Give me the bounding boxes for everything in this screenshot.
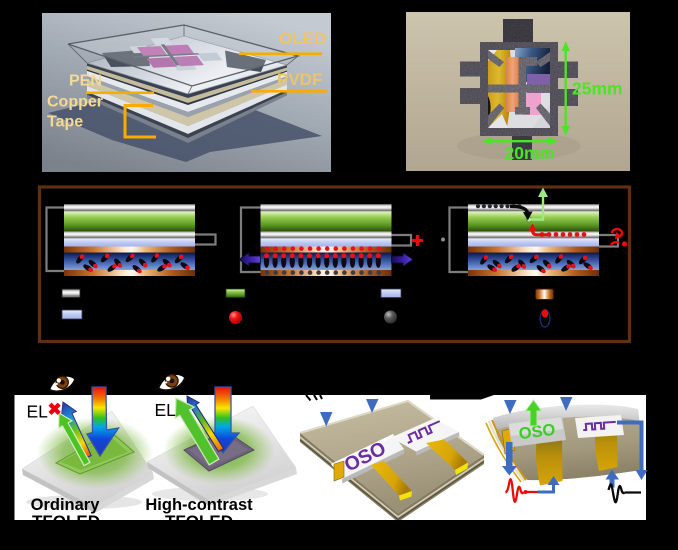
svg-text:PVDF: PVDF [277,70,322,89]
svg-text:✖: ✖ [48,400,62,419]
svg-text:OSO: OSO [518,421,557,443]
svg-text:Tape: Tape [47,114,83,131]
svg-text:20mm: 20mm [505,143,556,163]
svg-text:Ordinary: Ordinary [31,496,101,514]
svg-text:25mm: 25mm [572,79,623,99]
svg-text:PEN: PEN [69,73,102,90]
svg-text:EL: EL [27,402,49,422]
svg-text:Copper: Copper [47,94,103,111]
svg-text:EL: EL [155,400,177,420]
svg-text:OLED: OLED [279,29,326,48]
svg-text:High-contrast: High-contrast [145,496,253,514]
